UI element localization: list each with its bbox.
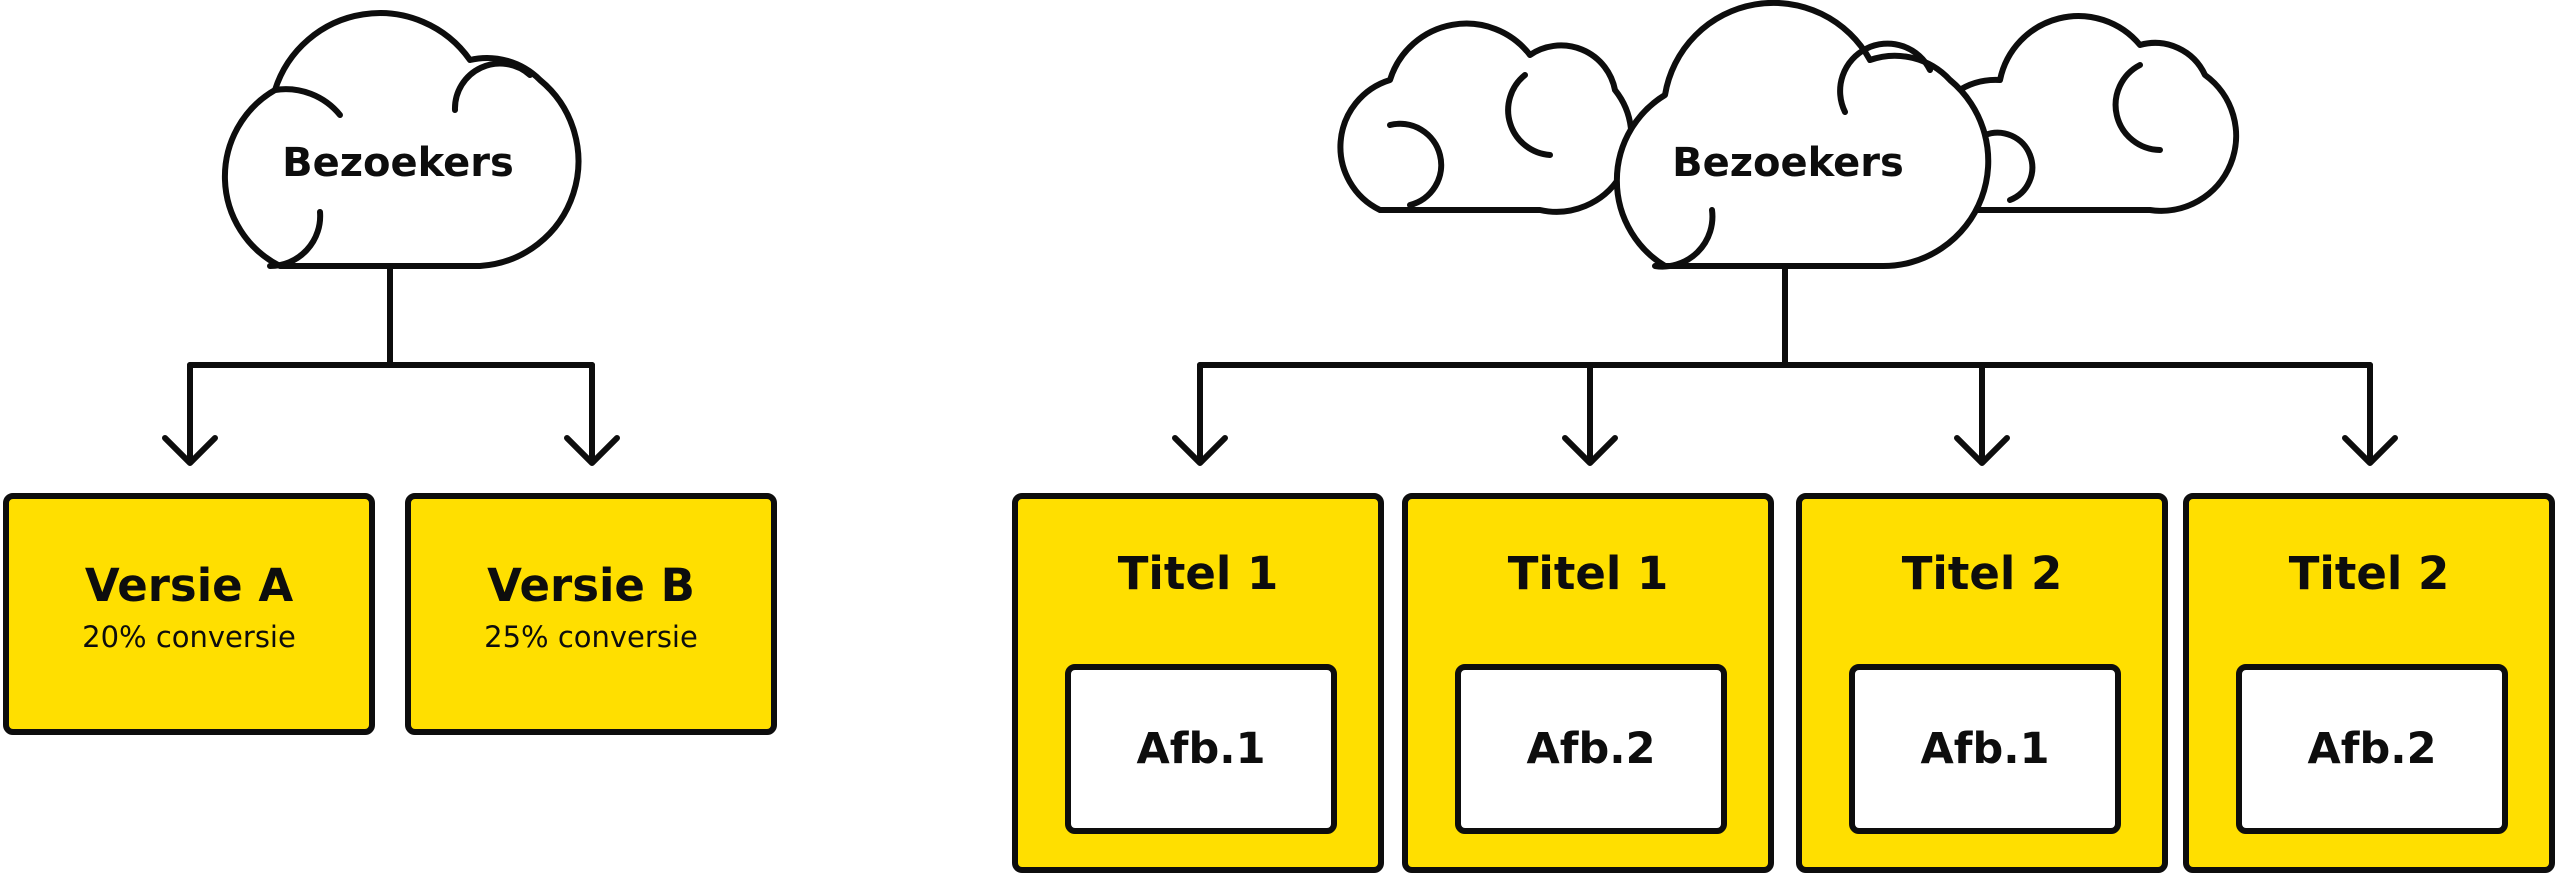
variant-image-label: Afb.1 (1136, 724, 1266, 774)
variant-box: Titel 1 Afb.1 (1012, 493, 1384, 873)
variant-title: Titel 2 (1901, 547, 2063, 600)
version-a-box: Versie A 20% conversie (3, 493, 375, 735)
right-cloud-label: Bezoekers (1672, 140, 1904, 186)
variant-box: Titel 2 Afb.1 (1796, 493, 2168, 873)
small-cloud-left-icon (1337, 20, 1635, 215)
variant-image-box: Afb.2 (1455, 664, 1727, 834)
version-a-conversion: 20% conversie (82, 620, 296, 654)
version-a-title: Versie A (84, 559, 294, 612)
right-connector-lines (1172, 265, 2398, 466)
variant-image-label: Afb.2 (2307, 724, 2437, 774)
version-b-conversion: 25% conversie (484, 620, 698, 654)
version-b-title: Versie B (487, 559, 695, 612)
variant-image-box: Afb.1 (1849, 664, 2121, 834)
version-b-box: Versie B 25% conversie (405, 493, 777, 735)
variant-image-box: Afb.2 (2236, 664, 2508, 834)
variant-image-label: Afb.1 (1920, 724, 2050, 774)
variant-title: Titel 2 (2288, 547, 2450, 600)
right-cloud-icon (1613, 0, 1992, 270)
left-connector-lines (162, 265, 620, 466)
variant-image-label: Afb.2 (1526, 724, 1656, 774)
variant-title: Titel 1 (1507, 547, 1669, 600)
variant-title: Titel 1 (1117, 547, 1279, 600)
variant-box: Titel 1 Afb.2 (1402, 493, 1774, 873)
left-cloud-icon (221, 10, 582, 270)
left-cloud-label: Bezoekers (282, 140, 514, 186)
variant-box: Titel 2 Afb.2 (2183, 493, 2555, 873)
variant-image-box: Afb.1 (1065, 664, 1337, 834)
